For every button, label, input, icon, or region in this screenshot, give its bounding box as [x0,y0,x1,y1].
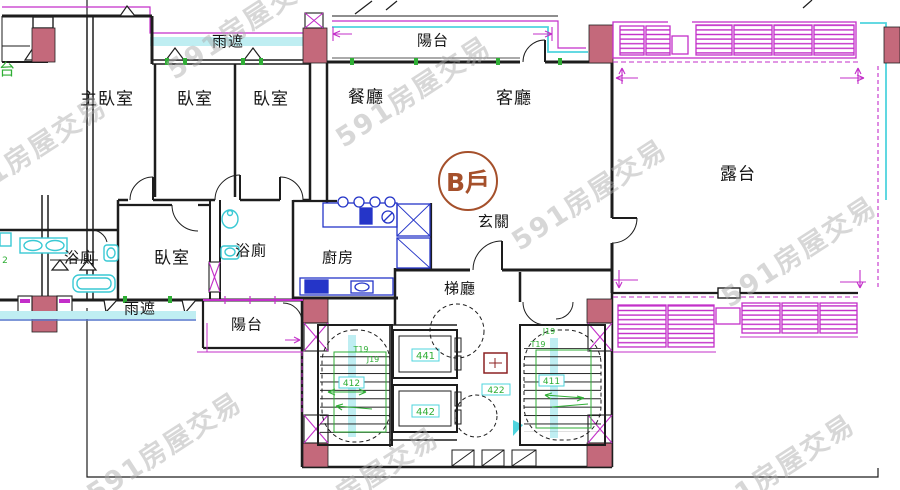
room-label-living: 客廳 [496,88,532,109]
room-label-lift-lobby: 梯廳 [443,279,477,298]
door-arcs [90,39,638,326]
label-canopy-bottom: 雨遮 [123,299,157,318]
stair-left-j19: J19 [366,355,380,364]
shaft-x-boxes [17,12,613,444]
window-ticks [123,58,562,303]
balcony-bottom-window [197,296,303,415]
unit-badge-label: B戶 [445,168,491,197]
lobby-code: 422 [487,386,504,396]
room-label-kitchen: 廚房 [321,248,355,267]
room-label-terrace: 露台 [720,164,756,185]
elevator-upper-code: 441 [416,351,435,362]
stair-right-j19: J19 [542,327,556,336]
stair-left-code: 412 [343,379,360,389]
label-balcony-top: 陽台 [416,31,450,50]
room-label-bathroom-2: 浴廁 [234,241,268,260]
room-label-master-bedroom: 主臥室 [80,89,134,110]
room-label-bedroom-1: 臥室 [177,89,213,110]
stair-right [519,324,606,446]
planters-bottom [613,287,858,353]
core-codes: T19 J19 412 441 442 422 J19 T19 411 台 2 [0,60,560,418]
canopy-band-bottom [0,311,196,321]
kitchen-fixtures [299,196,431,296]
stair-right-code: 411 [543,377,560,387]
dimension-arrows [332,27,879,290]
vent-triangles [23,4,264,315]
room-label-bedroom-3: 臥室 [154,248,190,269]
room-label-bedroom-2: 臥室 [253,89,289,110]
stair-left-t19: T19 [352,345,368,354]
planters-top [612,21,858,63]
canopy-lines [332,22,887,200]
adjacent-unit-label-fragment: 台 [0,60,15,79]
label-balcony-bottom: 陽台 [230,315,264,334]
property-line [86,0,879,478]
label-canopy-top: 雨遮 [211,32,245,51]
bathroom-fixtures [0,209,523,436]
room-label-entry: 玄關 [477,212,511,231]
stair-right-t19: T19 [529,340,545,349]
dimension-lines [2,6,586,49]
elevator-lower-code: 442 [416,407,435,418]
columns [31,16,900,468]
elevators [389,324,462,447]
canopy-band-top [150,37,304,46]
room-label-bathroom-1: 浴廁 [63,248,97,267]
room-label-dining: 餐廳 [348,87,384,108]
left-edge-note: 2 [2,256,8,266]
unit-badge-circle [438,151,498,211]
leader-fragments [354,0,813,15]
core-hall [429,303,537,467]
